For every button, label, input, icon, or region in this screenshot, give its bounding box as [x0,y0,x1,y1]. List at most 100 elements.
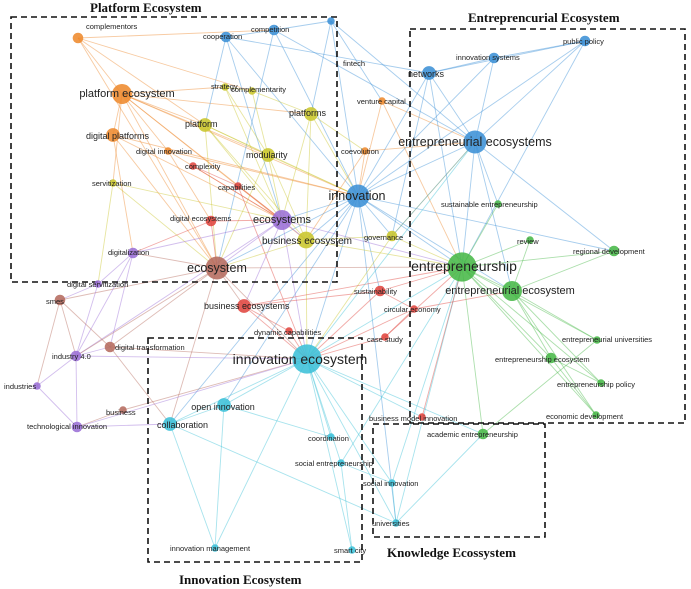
node-competition[interactable] [268,24,280,36]
node-business[interactable] [119,406,127,414]
node-platform-ecosystem[interactable] [112,84,132,104]
link-cooperation-platform [204,36,227,126]
label-digital-platforms: digital platforms [86,131,150,141]
link-platform-ecosystem-innovation [121,93,359,197]
link-digital-servitization-industry-4-0 [75,283,99,357]
node-governance[interactable] [386,230,398,242]
node-case-study[interactable] [381,333,389,341]
node-capabilities[interactable] [234,182,242,190]
link-regional-development-entrepreneurship [461,250,615,268]
link-public-policy-entrepreneurial-ecosystems [474,40,586,143]
node-digital-servitization[interactable] [94,280,102,288]
node-complementarity[interactable] [248,87,256,95]
node-cooperation[interactable] [220,31,232,43]
node-entrepreneurial-ecosystems[interactable] [463,130,487,154]
link-platform-innovation [204,124,359,197]
node-entrepreneurial-universities[interactable] [593,336,601,344]
link-competition-fintech [273,20,332,31]
label-universities: universities [372,519,410,528]
node-circular-economy[interactable] [410,305,418,313]
link-venture-capital-innovation [357,100,383,197]
node-innovation[interactable] [346,184,370,208]
entrepreneurial-region-box [409,28,686,424]
node-platforms[interactable] [304,107,318,121]
node-entrepreneurship-policy[interactable] [597,379,605,387]
link-business-ecosystem-entrepreneurship [305,239,463,268]
link-platform-ecosystems [204,124,283,221]
link-digital-platforms-ecosystems [112,134,283,221]
node-digital-transformation[interactable] [104,341,116,353]
link-platform-ecosystem-strategy [121,86,226,95]
node-entrepreneurial-ecosystem[interactable] [502,281,522,301]
node-review[interactable] [526,236,534,244]
node-networks[interactable] [422,66,436,80]
node-coevolution[interactable] [361,147,369,155]
label-digital-innovation: digital innovation [136,147,192,156]
link-ecosystems-industry-4-0 [75,219,283,357]
link-business-ecosystem-governance [305,235,393,241]
link-innovation-ecosystem [216,195,359,269]
link-industry-4-0-innovation-ecosystem [75,355,308,360]
link-cooperation-ecosystems [225,36,283,221]
link-open-innovation-coordination [223,404,332,438]
node-complementors[interactable] [72,32,84,44]
node-regional-development[interactable] [608,245,620,257]
node-venture-capital[interactable] [378,97,386,105]
node-smes[interactable] [54,294,66,306]
node-servitization[interactable] [109,179,117,187]
link-open-innovation-innovation-management [214,404,225,549]
node-smart-city[interactable] [348,546,356,554]
link-social-innovation-entrepreneurship [391,266,463,484]
node-public-policy[interactable] [579,35,591,47]
node-complexity[interactable] [189,162,197,170]
node-innovation-management[interactable] [211,544,219,552]
node-open-innovation[interactable] [217,398,231,412]
knowledge-region-box [372,423,546,538]
link-business-ecosystem-ecosystem [216,239,307,269]
node-coordination[interactable] [327,433,335,441]
node-entrepreneurship-ecosystem[interactable] [545,352,557,364]
node-digital-innovation[interactable] [164,147,172,155]
link-public-policy-entrepreneurship [461,40,586,268]
link-sustainability-business-ecosystems [243,290,381,307]
node-business-ecosystems[interactable] [237,299,251,313]
node-platform[interactable] [198,118,212,132]
link-innovation-ecosystem-innovation-management [214,358,308,549]
node-industry-4-0[interactable] [70,350,82,362]
node-universities[interactable] [392,519,400,527]
node-sustainable-entrepreneurship[interactable] [494,200,502,208]
node-strategy[interactable] [221,83,229,91]
label-social-innovation: social innovation [363,479,418,488]
node-sustainability[interactable] [374,285,386,297]
label-business-model-innovation: business model innovation [369,414,457,423]
link-entrepreneurial-ecosystems-entrepreneurial-ecosystem [474,141,513,292]
node-fintech[interactable] [327,17,335,25]
node-innovation-systems[interactable] [488,52,500,64]
link-platform-ecosystem-complementors [77,37,123,95]
label-industry-4-0: industry 4.0 [52,352,91,361]
link-innovation-ecosystem-business-model-innovation [306,358,423,418]
node-business-ecosystem[interactable] [297,231,315,249]
node-ecosystems[interactable] [272,210,292,230]
node-digitalization[interactable] [127,247,139,259]
node-social-innovation[interactable] [388,479,396,487]
node-innovation-ecosystem[interactable] [292,344,322,374]
node-industries[interactable] [33,382,41,390]
node-entrepreneurship[interactable] [447,252,477,282]
node-digital-platforms[interactable] [106,128,120,142]
link-entrepreneurial-ecosystems-governance [391,141,476,237]
node-economic-development[interactable] [592,411,600,419]
link-entrepreneurship-economic-development [461,266,597,416]
node-dynamic-capabilities[interactable] [285,327,293,335]
link-ecosystem-collaboration [169,267,218,425]
node-ecosystem[interactable] [205,256,229,280]
node-collaboration[interactable] [163,417,177,431]
node-academic-entrepreneurship[interactable] [477,428,489,440]
node-social-entrepreneurship[interactable] [337,459,345,467]
label-coevolution: coevolution [341,147,379,156]
node-technological-innovation[interactable] [71,421,83,433]
node-business-model-innovation[interactable] [418,413,426,421]
node-digital-ecosystems[interactable] [205,215,217,227]
links-layer [36,20,615,551]
node-modularity[interactable] [261,148,275,162]
